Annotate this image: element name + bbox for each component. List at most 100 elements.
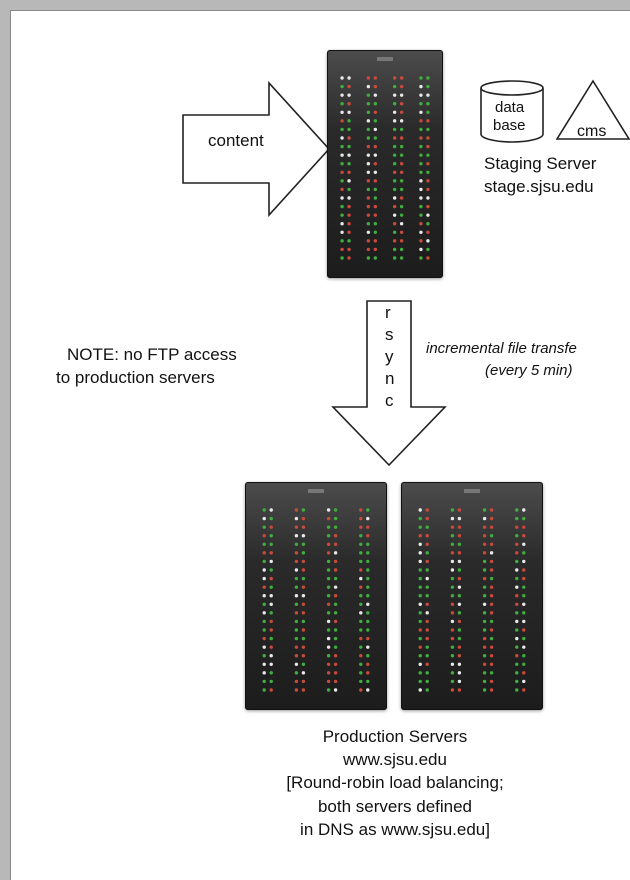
server-led xyxy=(392,179,397,183)
server-led xyxy=(347,239,351,243)
server-led xyxy=(515,534,519,538)
server-led xyxy=(347,136,351,140)
server-led xyxy=(333,611,338,615)
server-led xyxy=(359,594,363,598)
server-led xyxy=(392,170,397,174)
server-led xyxy=(450,594,455,598)
server-led xyxy=(482,516,487,521)
server-led xyxy=(392,144,397,149)
server-led xyxy=(262,671,266,675)
server-led xyxy=(347,127,351,132)
server-led xyxy=(294,671,299,675)
server-led xyxy=(326,602,331,606)
server-led xyxy=(522,508,526,512)
content-arrow xyxy=(182,80,331,218)
server-led xyxy=(482,688,487,692)
server-led xyxy=(489,525,494,529)
server-led xyxy=(359,636,363,641)
server-led xyxy=(366,679,370,684)
server-led xyxy=(450,688,455,692)
server-led xyxy=(418,585,422,589)
server-led xyxy=(366,213,371,217)
server-led xyxy=(269,688,273,692)
server-led xyxy=(359,645,363,649)
server-led xyxy=(419,222,423,226)
server-led xyxy=(366,525,370,529)
server-led xyxy=(489,585,494,589)
server-led xyxy=(269,662,273,666)
server-led xyxy=(450,534,455,538)
server-led xyxy=(373,187,378,192)
production-server-2 xyxy=(401,482,543,710)
server-led xyxy=(419,247,423,252)
server-led xyxy=(366,162,371,166)
server-led xyxy=(359,534,363,538)
server-led xyxy=(426,204,430,209)
server-led xyxy=(489,628,494,632)
server-led xyxy=(373,136,378,140)
server-led xyxy=(425,645,429,649)
server-led xyxy=(262,576,266,581)
server-led xyxy=(340,196,344,200)
server-led xyxy=(294,508,299,512)
server-led xyxy=(450,576,455,581)
server-led xyxy=(301,534,306,538)
server-led xyxy=(426,127,430,132)
server-led xyxy=(457,628,462,632)
server-led xyxy=(340,127,344,132)
server-led xyxy=(347,204,351,209)
server-led xyxy=(294,636,299,641)
server-led xyxy=(489,568,494,572)
server-led xyxy=(366,602,370,606)
server-led xyxy=(294,576,299,581)
server-led xyxy=(294,654,299,658)
server-led xyxy=(366,256,371,260)
server-led xyxy=(340,187,344,192)
server-led xyxy=(373,213,378,217)
server-led xyxy=(294,525,299,529)
server-led xyxy=(340,84,344,89)
server-led xyxy=(457,662,462,666)
server-led xyxy=(426,93,430,97)
server-led xyxy=(262,525,266,529)
server-led xyxy=(482,636,487,641)
server-led xyxy=(347,119,351,123)
server-led xyxy=(262,516,266,521)
server-led xyxy=(522,671,526,675)
server-led xyxy=(426,119,430,123)
server-led xyxy=(301,619,306,624)
server-led xyxy=(425,542,429,546)
server-led xyxy=(359,508,363,512)
server-led xyxy=(522,645,526,649)
server-led xyxy=(340,110,344,114)
server-led xyxy=(399,76,404,80)
server-led xyxy=(489,551,494,555)
server-led xyxy=(425,525,429,529)
server-led xyxy=(450,559,455,564)
server-led xyxy=(366,576,370,581)
server-led xyxy=(392,153,397,157)
server-led xyxy=(489,662,494,666)
server-led xyxy=(419,239,423,243)
server-led xyxy=(419,119,423,123)
server-led xyxy=(340,153,344,157)
server-led xyxy=(294,542,299,546)
server-led xyxy=(301,559,306,564)
server-led xyxy=(359,559,363,564)
server-led xyxy=(419,76,423,80)
database-label-line1: data xyxy=(495,99,525,116)
server-led xyxy=(366,239,371,243)
server-led xyxy=(373,256,378,260)
server-led xyxy=(482,576,487,581)
server-led xyxy=(392,162,397,166)
server-led xyxy=(457,559,462,564)
server-led xyxy=(262,542,266,546)
server-led xyxy=(418,594,422,598)
server-led xyxy=(426,230,430,234)
server-led xyxy=(457,636,462,641)
server-led xyxy=(340,179,344,183)
server-led xyxy=(373,170,378,174)
server-led xyxy=(426,162,430,166)
server-led xyxy=(301,671,306,675)
server-led xyxy=(425,551,429,555)
